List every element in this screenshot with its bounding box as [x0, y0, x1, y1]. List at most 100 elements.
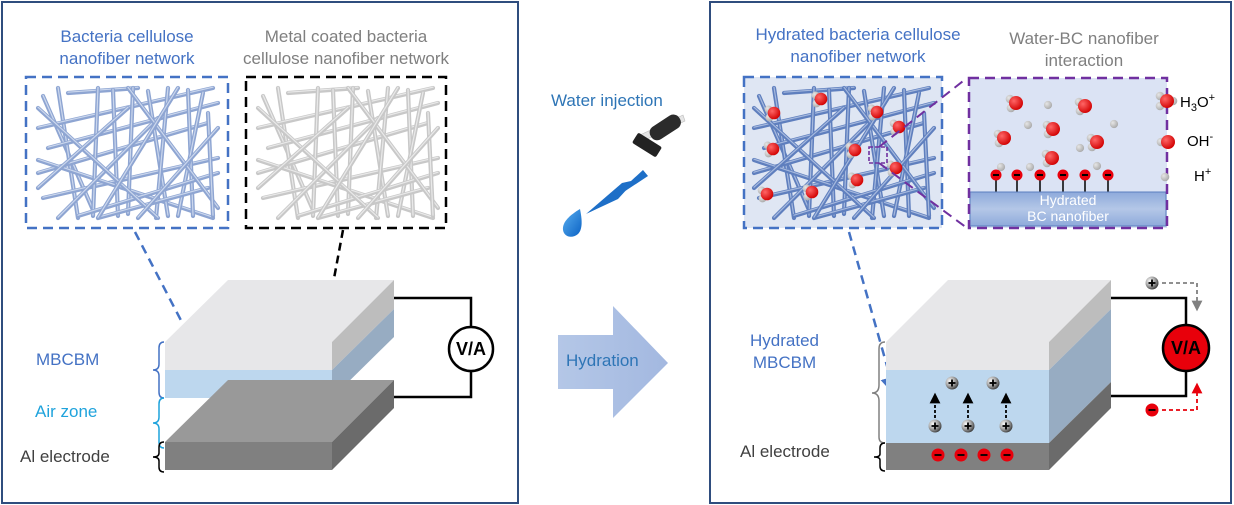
hydrated-network-to-layer-arrow: [847, 231, 900, 397]
ion-migration: [928, 276, 1159, 462]
nanofiber-highlight: [367, 89, 389, 216]
nanofiber-highlight: [97, 86, 179, 218]
nanofiber-highlight: [753, 86, 930, 128]
nanofiber-highlight: [863, 89, 885, 216]
legend-superscript: +: [1208, 92, 1216, 104]
nanofiber-highlight: [843, 86, 935, 208]
voltmeter-label-left: V/A: [455, 339, 486, 359]
proton: [1109, 119, 1119, 129]
oxygen-atom: [848, 143, 862, 157]
oxygen-atom: [1045, 151, 1059, 165]
sign-bar: [934, 454, 942, 456]
legend-text: O: [1196, 94, 1209, 111]
nanofiber-highlight: [828, 88, 835, 216]
proton: [996, 162, 1006, 172]
air-zone-label: Air zone: [35, 402, 98, 421]
sign-bar: [967, 422, 969, 430]
metal-network-frame: [244, 75, 448, 230]
nanofiber-highlight: [347, 86, 439, 208]
oxygen-atom: [766, 142, 780, 156]
nanofiber-highlight: [37, 86, 214, 128]
hydrated-bc-nanofiber-label: Hydrated BC nanofiber: [970, 192, 1166, 224]
al-electrode-label-right: Al electrode: [740, 442, 830, 461]
legend-superscript: +: [1204, 166, 1212, 178]
sign-bar: [980, 454, 988, 456]
legend-hydroxide-label: OH-: [1187, 131, 1213, 153]
oxygen-atom: [767, 106, 781, 120]
title-line: cellulose nanofiber network: [242, 49, 449, 68]
label-line: MBCBM: [752, 353, 817, 372]
interaction-box-frame: [967, 76, 1169, 230]
nanofiber-highlight: [207, 111, 214, 216]
oxygen-atom: [870, 105, 884, 119]
metal-network-title: Metal coated bacteria cellulose nanofibe…: [226, 26, 466, 70]
bc-network-title: Bacteria cellulose nanofiber network: [22, 26, 232, 70]
nanofiber-highlight: [427, 111, 434, 216]
circuit-wire-right: [1111, 296, 1188, 398]
oxygen-atom: [1160, 94, 1174, 108]
voltmeter-right: [1161, 323, 1211, 373]
nanofiber-highlight: [57, 116, 159, 218]
mbcbm-slab: [165, 280, 394, 398]
legend-text: H: [1180, 94, 1191, 111]
oxygen-atom: [1161, 135, 1175, 149]
legend-hydronium-label: H3O+: [1180, 92, 1215, 114]
oxygen-atom: [814, 92, 828, 106]
nanofiber-highlight: [753, 106, 845, 188]
minus-sign: [1082, 174, 1088, 176]
brace-al-electrode-right: [873, 442, 886, 472]
oxygen-atom: [760, 187, 774, 201]
label-line: Hydrated: [750, 331, 819, 350]
water-molecules-interaction: [993, 94, 1119, 172]
electron-flow-negative-arrow: [1162, 382, 1203, 411]
nanofiber-highlight: [753, 106, 875, 218]
water-drop-icon: [562, 209, 582, 237]
sign-bar: [1003, 454, 1011, 456]
title-line: nanofiber network: [59, 49, 195, 68]
proton: [1160, 172, 1170, 182]
legend-text: H: [1194, 168, 1205, 185]
minus-sign: [1014, 174, 1020, 176]
voltmeter-label-right: V/A: [1170, 338, 1201, 358]
hydrated-bc-nanofiber-bar: [969, 191, 1167, 227]
title-line: Metal coated bacteria: [264, 27, 428, 46]
minus-sign: [1037, 174, 1043, 176]
legend-proton-label: H+: [1194, 166, 1211, 188]
nanofiber-highlight: [257, 86, 434, 128]
sign-bar: [951, 379, 953, 387]
sign-bar: [1151, 279, 1153, 287]
nanofiber-highlight: [357, 126, 439, 218]
oxygen-atom: [805, 185, 819, 199]
brace-mbcbm: [152, 341, 165, 399]
oxygen-atom: [850, 173, 864, 187]
nanofiber-highlight: [277, 86, 299, 218]
brace-air-zone: [152, 397, 165, 449]
nanofiber-highlight: [277, 116, 379, 218]
nanofiber-highlight: [37, 106, 159, 218]
nanofiber-highlight: [923, 111, 930, 216]
bc-network-frame: [24, 75, 230, 230]
voltmeter-left: [447, 325, 495, 373]
label-line: BC nanofiber: [1027, 208, 1109, 224]
zoom-callout-lines: [878, 77, 968, 229]
oxygen-atom: [1046, 122, 1060, 136]
oxygen-atom: [1009, 96, 1023, 110]
nanofiber-surface-charges: [990, 169, 1114, 192]
circuit-wire-left: [394, 296, 473, 399]
nanofiber-highlight: [773, 116, 875, 218]
sign-bar: [957, 454, 965, 456]
proton: [1092, 161, 1102, 171]
title-line: Bacteria cellulose: [60, 27, 194, 46]
sign-bar: [1148, 409, 1156, 411]
molecule-legend: [1155, 91, 1178, 182]
hydration-label: Hydration: [566, 351, 639, 370]
al-electrode-slab-right: [886, 382, 1111, 470]
hydrated-network-frame: [742, 75, 944, 230]
brace-al-electrode: [152, 441, 165, 473]
nanofiber-highlight: [127, 86, 219, 208]
title-line: interaction: [1044, 51, 1124, 70]
legend-text: OH: [1187, 133, 1210, 150]
nanofiber-highlight: [57, 86, 79, 218]
nanofiber-highlight: [37, 106, 129, 188]
